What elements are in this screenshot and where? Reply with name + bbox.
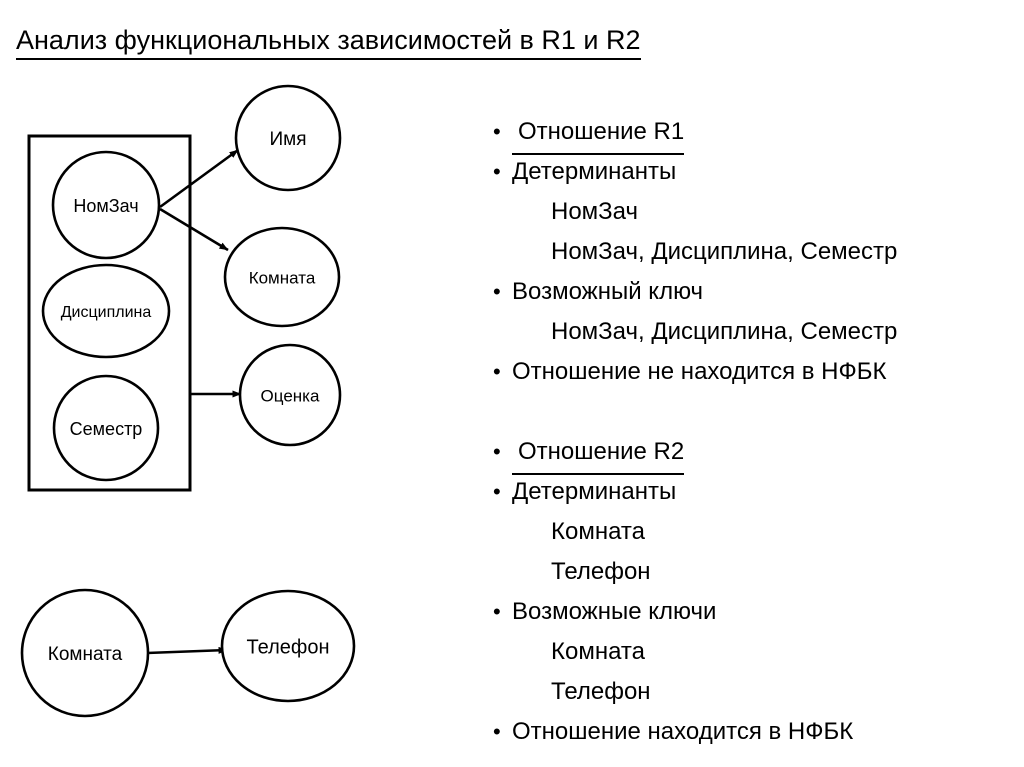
bullet-text: Комната <box>551 638 645 665</box>
node-nomzach: НомЗач <box>51 150 161 260</box>
node-label: Телефон <box>247 636 330 658</box>
bullet-text: Отношение находится в НФБК <box>512 718 854 745</box>
bullet-item: Детерминанты <box>490 472 1010 512</box>
bullet-text: Детерминанты <box>512 158 677 185</box>
node-komnata-r2: Комната <box>20 588 150 718</box>
bullet-text: НомЗач <box>551 198 638 225</box>
bullet-subitem: Телефон <box>490 672 1010 712</box>
bullet-text: Комната <box>551 518 645 545</box>
relation-r2-block: Отношение R2 Детерминанты Комната Телефо… <box>490 432 1010 752</box>
arrow-nomzach-to-komnata <box>159 207 229 252</box>
node-label: Комната <box>249 268 316 287</box>
relation-r1-block: Отношение R1 Детерминанты НомЗач НомЗач,… <box>490 112 1010 392</box>
bullet-subitem: НомЗач, Дисциплина, Семестр <box>490 312 1010 352</box>
analysis-text-column: Отношение R1 Детерминанты НомЗач НомЗач,… <box>490 112 1010 752</box>
node-telefon: Телефон <box>220 589 356 703</box>
bullet-item: Возможный ключ <box>490 272 1010 312</box>
node-ocenka: Оценка <box>238 343 342 447</box>
page-title: Анализ функциональных зависимостей в R1 … <box>16 24 641 60</box>
bullet-text: Отношение R2 <box>512 432 685 475</box>
bullet-text: НомЗач, Дисциплина, Семестр <box>551 318 898 345</box>
bullet-item: Возможные ключи <box>490 592 1010 632</box>
node-disciplina: Дисциплина <box>41 263 171 359</box>
node-label: Дисциплина <box>61 304 152 321</box>
arrow-komnata-to-telefon <box>146 646 228 655</box>
bullet-item: Отношение не находится в НФБК <box>490 352 1010 392</box>
block-separator <box>490 392 1010 432</box>
node-label: Имя <box>269 129 306 150</box>
determinant-group-box <box>27 134 192 492</box>
node-label: НомЗач <box>73 196 138 216</box>
bullet-subitem: НомЗач, Дисциплина, Семестр <box>490 232 1010 272</box>
bullet-text: Отношение не находится в НФБК <box>512 358 887 385</box>
bullet-text: Возможные ключи <box>512 598 717 625</box>
node-imya: Имя <box>234 84 342 192</box>
bullet-subitem: НомЗач <box>490 192 1010 232</box>
bullet-subitem: Комната <box>490 632 1010 672</box>
node-komnata: Комната <box>223 226 341 328</box>
bullet-text: НомЗач, Дисциплина, Семестр <box>551 238 898 265</box>
node-label: Семестр <box>70 419 143 439</box>
bullet-item: Детерминанты <box>490 152 1010 192</box>
node-label: Оценка <box>261 386 320 405</box>
bullet-text: Детерминанты <box>512 478 677 505</box>
node-semestr: Семестр <box>52 374 160 482</box>
bullet-item: Отношение находится в НФБК <box>490 712 1010 752</box>
bullet-text: Телефон <box>551 678 651 705</box>
arrow-nomzach-to-imya <box>159 148 239 209</box>
bullet-text: Отношение R1 <box>512 112 685 155</box>
bullet-subitem: Телефон <box>490 552 1010 592</box>
bullet-item: Отношение R1 <box>490 112 1010 155</box>
bullet-text: Возможный ключ <box>512 278 704 305</box>
node-label: Комната <box>48 644 123 665</box>
functional-dependency-diagram: НомЗач Дисциплина Семестр Имя Комната Оц… <box>0 0 470 767</box>
bullet-subitem: Комната <box>490 512 1010 552</box>
bullet-text: Телефон <box>551 558 651 585</box>
bullet-item: Отношение R2 <box>490 432 1010 475</box>
